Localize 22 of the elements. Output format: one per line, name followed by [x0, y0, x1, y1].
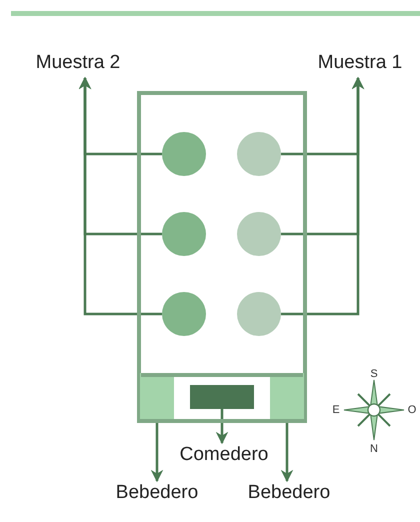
animal-circle	[237, 292, 281, 336]
arrow	[78, 76, 162, 316]
compass-letter: N	[369, 443, 379, 455]
text-label: Muestra 1	[305, 52, 415, 74]
compass-letter: O	[406, 404, 418, 416]
text-label: Muestra 2	[28, 52, 128, 74]
animal-circle	[237, 132, 281, 176]
trough-bar	[190, 385, 254, 409]
trough-bar	[140, 373, 174, 419]
enclosure-outline	[137, 91, 307, 423]
arrow	[216, 409, 228, 444]
text-label: Comedero	[174, 444, 274, 466]
animal-circle	[162, 212, 206, 256]
compass-letter: S	[369, 368, 379, 380]
text-label: Bebedero	[107, 482, 207, 504]
animal-circle	[162, 292, 206, 336]
compass-letter: E	[331, 404, 341, 416]
animal-circle	[237, 212, 281, 256]
text-label: Bebedero	[239, 482, 339, 504]
trough-bar	[270, 373, 304, 419]
arrow	[281, 76, 364, 316]
animal-circle	[162, 132, 206, 176]
